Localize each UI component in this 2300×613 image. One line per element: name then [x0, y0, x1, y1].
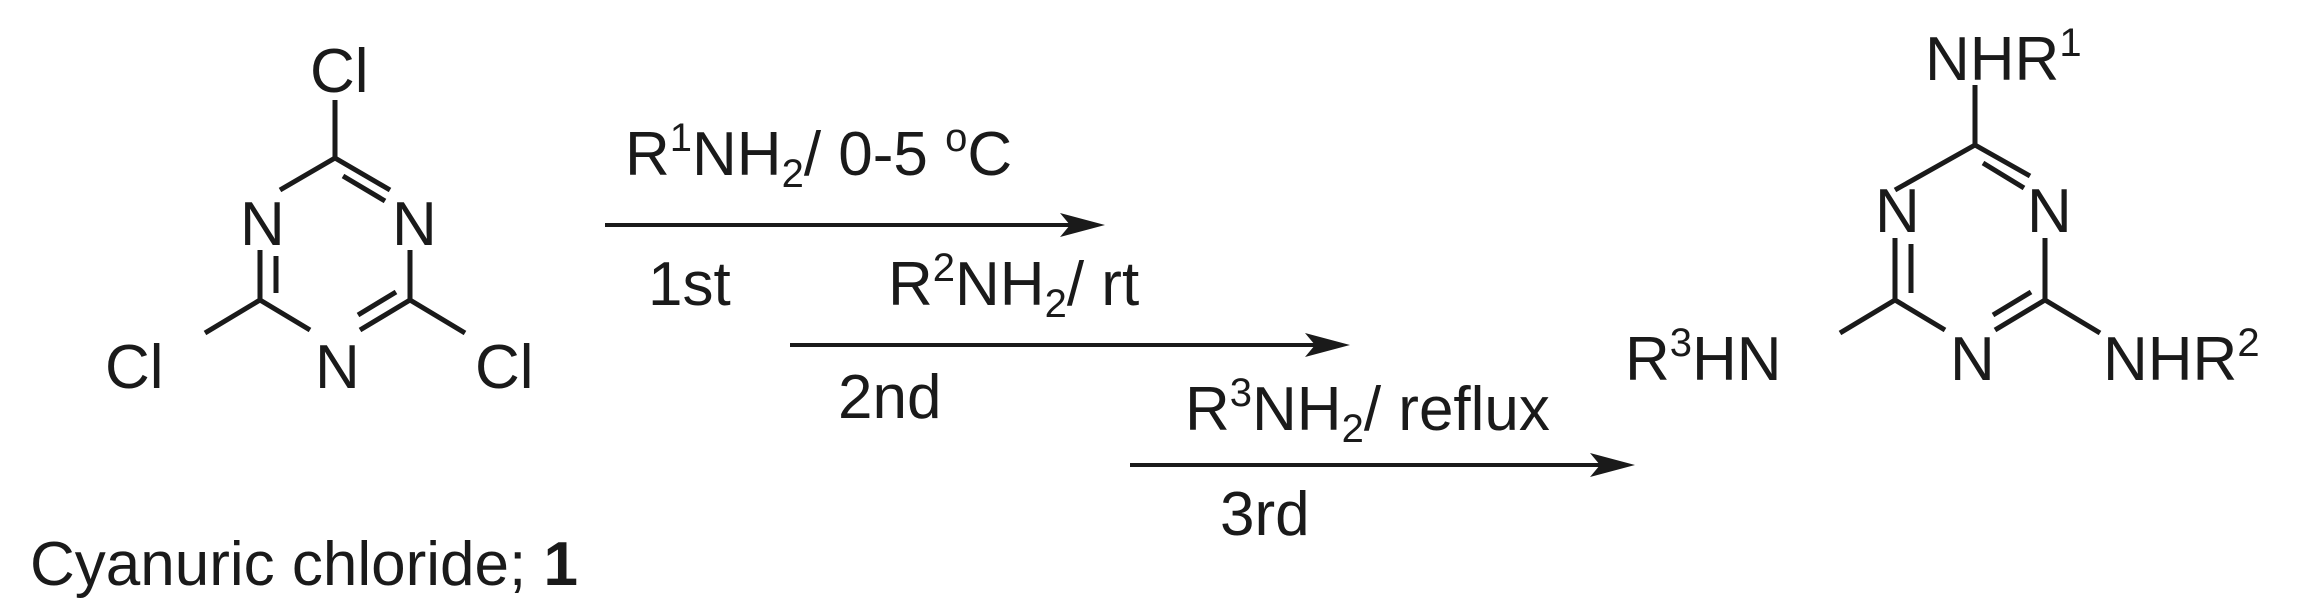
product-structure: NHR1 R3HN NHR2 N N N	[1625, 21, 2260, 394]
product-top-nhr: NHR	[1925, 25, 2059, 94]
step-3-r: R	[1185, 375, 1230, 444]
product-n-right: N	[2027, 177, 2072, 246]
step-2-nh: NH	[955, 250, 1045, 319]
step-1-tail: / 0-5	[804, 120, 945, 189]
step-3-nh: NH	[1252, 375, 1342, 444]
step-2-r: R	[888, 250, 933, 319]
reactant-bond	[278, 155, 337, 193]
compound-number: 1	[543, 530, 577, 599]
step-2-order: 2nd	[838, 363, 941, 432]
reactant-bond	[408, 297, 467, 336]
atom-cl-right: Cl	[475, 333, 534, 402]
step-2-sub: 2	[1045, 282, 1067, 326]
step-2-arrowhead	[1305, 333, 1350, 357]
step-3-sup: 3	[1230, 371, 1252, 415]
step-1-r: R	[625, 120, 670, 189]
step-2-reagent: R2NH2/ rt	[888, 246, 1139, 326]
step-1-order: 1st	[648, 250, 731, 319]
product-substituent-top: NHR1	[1925, 21, 2082, 94]
product-left-r: R	[1625, 325, 1670, 394]
product-right-nhr: NHR	[2103, 325, 2237, 394]
atom-n-right: N	[392, 190, 437, 259]
product-bond	[2043, 297, 2102, 336]
product-bond	[1993, 297, 2047, 333]
reactant-caption: Cyanuric chloride; 1	[30, 530, 578, 599]
step-1-sup: 1	[670, 116, 692, 160]
step-3: R3NH2/ reflux 3rd	[1130, 371, 1635, 549]
reactant-double-bond	[341, 173, 387, 204]
reactant-bond	[358, 297, 412, 333]
reactant-double-bond	[356, 289, 398, 318]
atom-n-left: N	[240, 190, 285, 259]
product-left-hn: HN	[1692, 325, 1782, 394]
reactant-bond	[203, 297, 262, 336]
step-1-degree: o	[945, 116, 967, 160]
atom-n-bottom: N	[315, 333, 360, 402]
step-2: R2NH2/ rt 2nd	[790, 246, 1350, 432]
product-bond	[1838, 297, 1897, 336]
product-n-left: N	[1875, 177, 1920, 246]
product-top-sup: 1	[2059, 21, 2081, 65]
step-3-reagent: R3NH2/ reflux	[1185, 371, 1550, 451]
product-double-bond	[1991, 289, 2033, 318]
step-2-tail: / rt	[1067, 250, 1139, 319]
product-n-bottom: N	[1950, 325, 1995, 394]
step-3-arrowhead	[1590, 453, 1635, 477]
step-2-sup: 2	[933, 246, 955, 290]
step-1-unit: C	[967, 120, 1012, 189]
step-3-tail: / reflux	[1364, 375, 1550, 444]
product-bond	[1893, 297, 1947, 333]
atom-cl-top: Cl	[310, 37, 369, 106]
product-bond	[1973, 142, 2032, 179]
reactant-structure: Cl N N Cl N Cl	[105, 37, 534, 402]
product-substituent-right: NHR2	[2103, 321, 2260, 394]
reactant-bond	[258, 297, 312, 333]
step-1: R1NH2/ 0-5 oC 1st	[605, 116, 1105, 319]
step-1-nh: NH	[692, 120, 782, 189]
product-substituent-left: R3HN	[1625, 321, 1782, 394]
reactant-caption-text: Cyanuric chloride;	[30, 530, 543, 599]
product-bond	[1893, 142, 1977, 193]
product-right-sup: 2	[2237, 321, 2259, 365]
product-left-sup: 3	[1670, 321, 1692, 365]
atom-cl-left: Cl	[105, 333, 164, 402]
reactant-bond	[333, 155, 392, 193]
step-1-arrowhead	[1060, 213, 1105, 237]
product-double-bond	[1981, 160, 2026, 191]
step-1-reagent: R1NH2/ 0-5 oC	[625, 116, 1012, 196]
step-3-sub: 2	[1342, 407, 1364, 451]
step-1-sub: 2	[782, 152, 804, 196]
step-3-order: 3rd	[1220, 480, 1310, 549]
